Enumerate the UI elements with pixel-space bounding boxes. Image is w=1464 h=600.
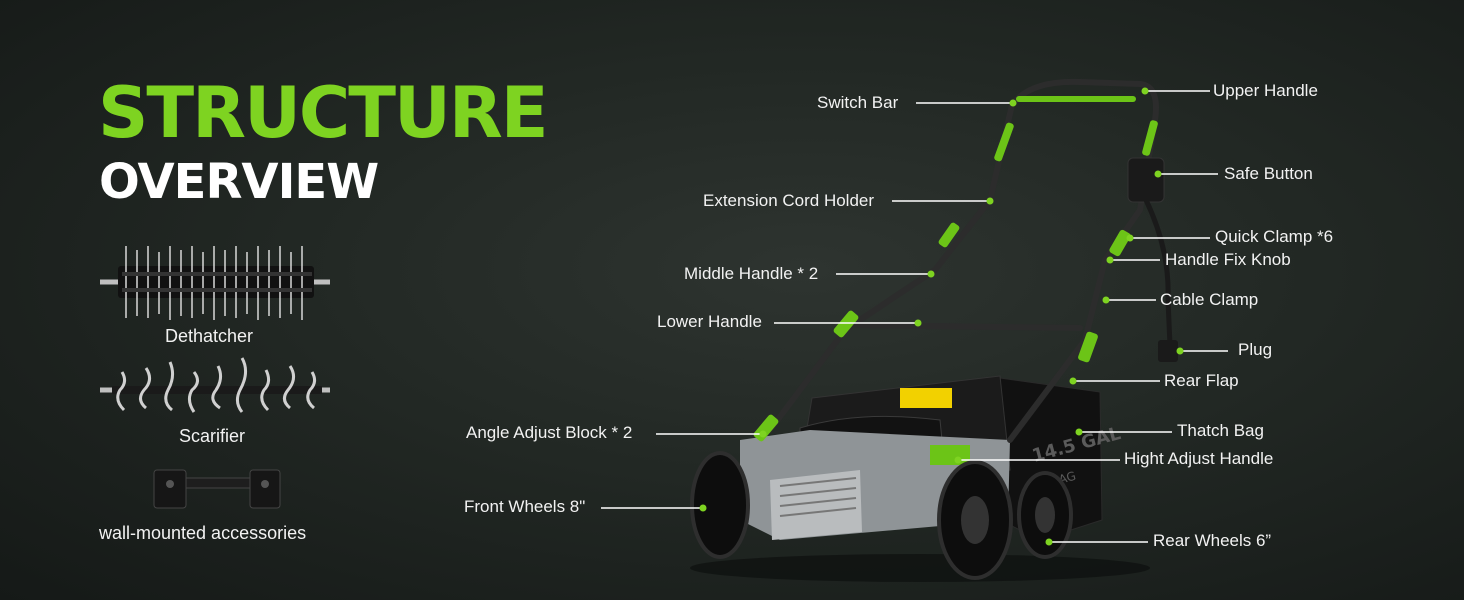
callout-middle-handle: Middle Handle * 2 [684, 264, 819, 283]
callout-thatch-bag: Thatch Bag [1177, 421, 1264, 440]
callout-angle-adjust-block: Angle Adjust Block * 2 [466, 423, 633, 442]
callout-front-wheels: Front Wheels 8" [464, 497, 586, 516]
callout-hight-adjust-handle: Hight Adjust Handle [1124, 449, 1274, 468]
callout-rear-wheels: Rear Wheels 6” [1153, 531, 1272, 550]
callout-quick-clamp: Quick Clamp *6 [1215, 227, 1334, 246]
accessory-label-wall-mount: wall-mounted accessories [99, 523, 307, 543]
accessory-label-dethatcher: Dethatcher [165, 326, 254, 346]
callout-extension-cord-holder: Extension Cord Holder [703, 191, 875, 210]
callout-handle-fix-knob: Handle Fix Knob [1165, 250, 1291, 269]
scarifier-image [100, 357, 330, 413]
callout-lower-handle: Lower Handle [657, 312, 762, 331]
dethatcher-image [100, 246, 330, 320]
wall-mount-image [153, 469, 281, 509]
callout-plug: Plug [1238, 340, 1273, 359]
callout-switch-bar: Switch Bar [817, 93, 899, 112]
accessory-label-scarifier: Scarifier [179, 426, 246, 446]
callout-cable-clamp: Cable Clamp [1160, 290, 1259, 309]
callout-upper-handle: Upper Handle [1213, 81, 1318, 100]
title-overview: OVERVIEW [99, 154, 379, 210]
callout-safe-button: Safe Button [1224, 164, 1313, 183]
callout-rear-flap: Rear Flap [1164, 371, 1239, 390]
title-structure: STRUCTURE [98, 72, 549, 154]
